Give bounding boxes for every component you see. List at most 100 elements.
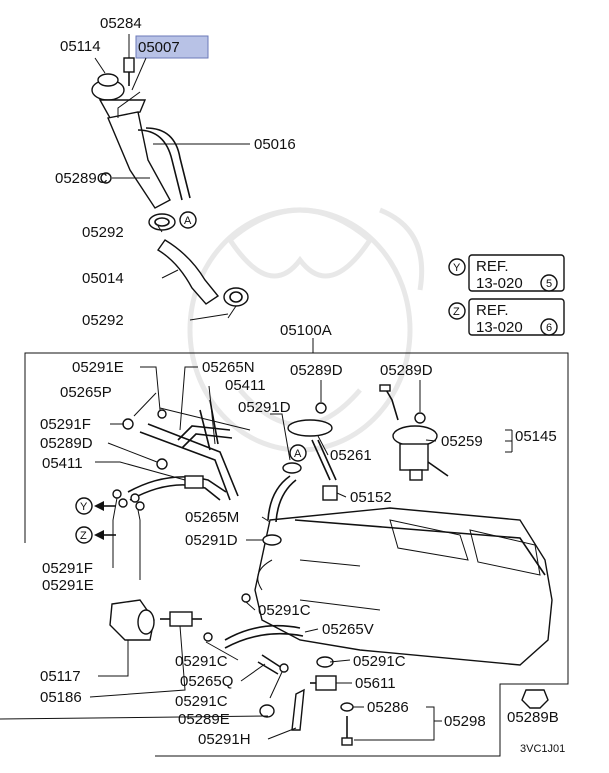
- label-05291D-low[interactable]: 05291D: [185, 532, 238, 549]
- hose-05265V[interactable]: [224, 624, 304, 649]
- filter-05186[interactable]: [160, 611, 202, 627]
- label-05289E[interactable]: 05289E: [178, 711, 230, 728]
- label-05289D-left[interactable]: 05289D: [40, 435, 93, 452]
- label-05289B[interactable]: 05289B: [507, 709, 559, 726]
- label-05411-left[interactable]: 05411: [42, 455, 83, 472]
- label-05292-upper[interactable]: 05292: [82, 224, 124, 241]
- clip-05291F-top[interactable]: [122, 418, 134, 430]
- bolt-05284[interactable]: [123, 34, 135, 86]
- canister-05117[interactable]: [109, 599, 155, 641]
- marker-A-upper: A: [179, 211, 197, 229]
- label-05291C-d[interactable]: 05291C: [353, 653, 406, 670]
- svg-text:Z: Z: [453, 306, 460, 318]
- fuel-cap-05114[interactable]: [91, 57, 125, 101]
- valve-05152[interactable]: [322, 485, 338, 501]
- label-05114[interactable]: 05114: [60, 38, 101, 55]
- nut-05289D-left[interactable]: [156, 458, 168, 470]
- label-05265P[interactable]: 05265P: [60, 384, 112, 401]
- label-05291H[interactable]: 05291H: [198, 731, 251, 748]
- label-05289D-mid[interactable]: 05289D: [290, 362, 343, 379]
- nut-05289D-right[interactable]: [414, 412, 426, 424]
- bolt-05289C[interactable]: [100, 172, 112, 184]
- svg-text:Z: Z: [80, 530, 87, 542]
- nut-05289D-mid[interactable]: [315, 402, 327, 414]
- clamp-05292-upper[interactable]: [148, 213, 176, 231]
- label-05289D-right[interactable]: 05289D: [380, 362, 433, 379]
- label-05265Q[interactable]: 05265Q: [180, 673, 233, 690]
- hose-05265M[interactable]: [267, 475, 297, 523]
- highlight-box: [135, 35, 209, 59]
- label-05145[interactable]: 05145: [515, 428, 557, 445]
- label-05284[interactable]: 05284: [100, 15, 142, 32]
- arrow-Z: [94, 530, 116, 540]
- diagram-code: 3VC1J01: [520, 743, 565, 755]
- marker-A-mid: A: [289, 444, 307, 462]
- label-05016[interactable]: 05016: [254, 136, 296, 153]
- clip-05291D-mid[interactable]: [282, 462, 302, 474]
- label-05291E-low[interactable]: 05291E: [42, 577, 94, 594]
- ref-box-Y[interactable]: Y REF. 13-020 5: [448, 254, 565, 292]
- strap-05291H[interactable]: [291, 688, 305, 731]
- ref-box-Z[interactable]: Z REF. 13-020 6: [448, 298, 565, 336]
- nut-05289E[interactable]: [259, 704, 275, 718]
- label-05259[interactable]: 05259: [441, 433, 483, 450]
- clip-05291D-low[interactable]: [262, 534, 282, 546]
- label-05007[interactable]: 05007: [138, 39, 180, 56]
- svg-text:Y: Y: [453, 262, 461, 274]
- label-05152[interactable]: 05152: [350, 489, 392, 506]
- clamp-05292-lower[interactable]: [223, 287, 249, 319]
- bolt-05298[interactable]: [341, 716, 353, 746]
- label-05265M[interactable]: 05265M: [185, 509, 239, 526]
- fuel-tank-05100A[interactable]: [254, 507, 553, 666]
- nut-05289B[interactable]: [521, 689, 549, 709]
- assembly-frame: [24, 338, 569, 757]
- marker-Y-arrow: Y: [75, 497, 93, 515]
- label-05117[interactable]: 05117: [40, 668, 81, 685]
- label-05291C-b[interactable]: 05291C: [175, 653, 228, 670]
- svg-text:13-020: 13-020: [476, 275, 523, 292]
- fuel-pump-05145[interactable]: [379, 384, 449, 481]
- label-05186[interactable]: 05186: [40, 689, 82, 706]
- label-05014[interactable]: 05014: [82, 270, 124, 287]
- leader-lines: [0, 143, 513, 741]
- sender-05261[interactable]: [287, 419, 337, 481]
- label-05291E-top[interactable]: 05291E: [72, 359, 124, 376]
- svg-text:6: 6: [546, 322, 552, 334]
- label-05291C-a[interactable]: 05291C: [258, 602, 311, 619]
- marker-Z-arrow: Z: [75, 526, 93, 544]
- svg-text:REF.: REF.: [476, 258, 509, 275]
- clips-05291F-05291E-low[interactable]: [112, 489, 145, 511]
- label-05411-top[interactable]: 05411: [225, 377, 266, 394]
- svg-text:REF.: REF.: [476, 302, 509, 319]
- arrow-Y: [94, 501, 116, 511]
- clip-05291E-top[interactable]: [157, 409, 167, 419]
- svg-text:Y: Y: [80, 501, 88, 513]
- clip-05291C-b[interactable]: [203, 632, 213, 642]
- leader-05007: [131, 57, 147, 91]
- label-05291F-top[interactable]: 05291F: [40, 416, 91, 433]
- clip-05291C-a[interactable]: [241, 593, 251, 603]
- label-05261[interactable]: 05261: [330, 447, 372, 464]
- label-05291C-c[interactable]: 05291C: [175, 693, 228, 710]
- label-05611[interactable]: 05611: [355, 675, 396, 692]
- label-05265N[interactable]: 05265N: [202, 359, 255, 376]
- label-05265V[interactable]: 05265V: [322, 621, 374, 638]
- label-05291F-low[interactable]: 05291F: [42, 560, 93, 577]
- label-05298[interactable]: 05298: [444, 713, 486, 730]
- clip-05291C-c[interactable]: [279, 663, 289, 673]
- svg-text:A: A: [184, 215, 192, 227]
- hose-05265Q[interactable]: [257, 654, 283, 675]
- hose-05014[interactable]: [156, 239, 220, 305]
- label-05100A[interactable]: 05100A: [280, 322, 332, 339]
- label-05286[interactable]: 05286: [367, 699, 409, 716]
- label-05289C[interactable]: 05289C: [55, 170, 108, 187]
- label-05291D-mid[interactable]: 05291D: [238, 399, 291, 416]
- label-05292-lower[interactable]: 05292: [82, 312, 124, 329]
- filler-neck-05016[interactable]: [98, 91, 191, 209]
- valve-05611[interactable]: [310, 675, 337, 691]
- svg-text:13-020: 13-020: [476, 319, 523, 336]
- hose-05265N[interactable]: [177, 425, 233, 449]
- bolt-05286[interactable]: [340, 702, 354, 712]
